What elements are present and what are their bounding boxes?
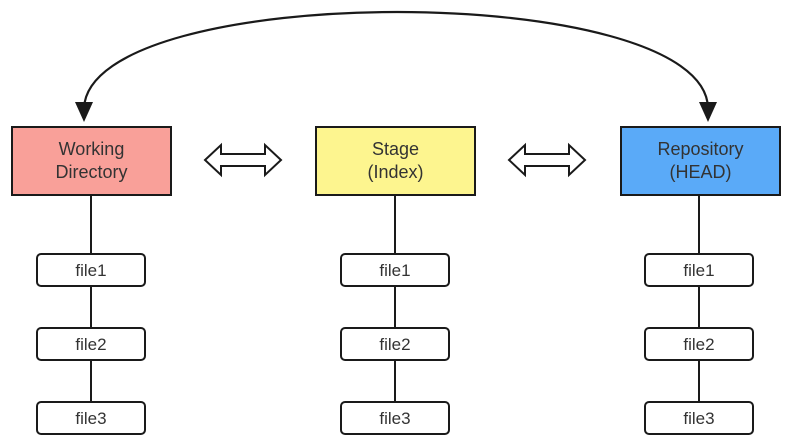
double-arrow-working-stage <box>203 142 283 178</box>
repository-label-line1: Repository <box>657 139 744 159</box>
working-directory-label-line1: Working <box>58 139 125 159</box>
stage-file2: file2 <box>340 327 450 361</box>
stage-file1: file1 <box>340 253 450 287</box>
column-line-working-directory <box>90 196 92 407</box>
repository-file2: file2 <box>644 327 754 361</box>
working-directory-label-line2: Directory <box>55 162 128 182</box>
repository-file1: file1 <box>644 253 754 287</box>
arc-arrowhead-repository <box>699 102 717 122</box>
stage-file3: file3 <box>340 401 450 435</box>
arc-arrowhead-working-directory <box>75 102 93 122</box>
working-directory-file1: file1 <box>36 253 146 287</box>
working-directory-file3: file3 <box>36 401 146 435</box>
stage-label-line1: Stage <box>371 139 420 159</box>
repository-file3: file3 <box>644 401 754 435</box>
column-line-repository <box>698 196 700 407</box>
working-directory-box: Working Directory <box>11 126 172 196</box>
double-arrow-stage-repository <box>507 142 587 178</box>
top-arc-connector <box>82 10 710 109</box>
stage-label-line2: (Index) <box>367 162 424 182</box>
working-directory-file2: file2 <box>36 327 146 361</box>
column-line-stage <box>394 196 396 407</box>
repository-label-line2: (HEAD) <box>669 162 732 182</box>
stage-box: Stage (Index) <box>315 126 476 196</box>
repository-box: Repository (HEAD) <box>620 126 781 196</box>
